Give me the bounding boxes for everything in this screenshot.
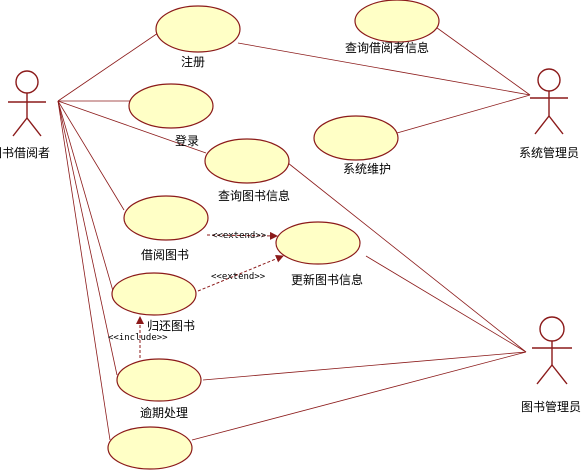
use-case-sys-maint-label: 系统维护 <box>343 162 391 176</box>
use-case-query-reader[interactable]: 查询借阅者信息 <box>345 0 440 55</box>
book-admin-associations <box>191 162 527 441</box>
use-case-register-label: 注册 <box>181 54 205 69</box>
use-case-return-book-label: 归还图书 <box>147 319 195 333</box>
use-case-query-reader-label: 查询借阅者信息 <box>345 40 429 55</box>
use-case-update-book[interactable]: 更新图书信息 <box>275 221 363 287</box>
stick-figure-icon <box>532 316 572 385</box>
reader-associations <box>57 32 207 441</box>
sys-admin-associations <box>237 24 531 134</box>
include-relation-1: <<include>> <box>108 316 168 358</box>
use-case-update-book-label: 更新图书信息 <box>291 272 363 287</box>
actor-sys-admin-label: 系统管理员 <box>519 145 579 160</box>
use-case-borrow-label: 借阅图书 <box>141 248 189 262</box>
use-case-borrow[interactable]: 借阅图书 <box>123 195 209 262</box>
use-case-query-book-label: 查询图书信息 <box>218 188 290 203</box>
use-case-login-label: 登录 <box>175 133 199 148</box>
stick-figure-icon <box>8 70 46 137</box>
actor-book-admin-label: 图书管理员 <box>521 399 581 414</box>
actor-reader[interactable]: 图书借阅者 <box>0 70 50 160</box>
use-case-overdue[interactable]: 逾期处理 <box>116 358 202 420</box>
stick-figure-icon <box>530 68 568 135</box>
use-case-login[interactable]: 登录 <box>128 83 214 148</box>
extend-relation-2: <<extend>> <box>197 254 284 292</box>
actor-sys-admin[interactable]: 系统管理员 <box>519 68 579 160</box>
use-case-return-book[interactable]: 归还图书 <box>111 272 197 333</box>
use-case-unlabeled[interactable] <box>107 426 193 470</box>
include-label-1: <<include>> <box>108 333 168 343</box>
use-case-register[interactable]: 注册 <box>155 5 241 69</box>
extend-label-1: <<extend>> <box>212 231 267 241</box>
use-case-query-book[interactable]: 查询图书信息 <box>204 138 290 203</box>
extend-relation-1: <<extend>> <box>206 231 278 241</box>
use-case-sys-maint[interactable]: 系统维护 <box>313 115 399 176</box>
extend-label-2: <<extend>> <box>211 272 266 282</box>
use-case-overdue-label: 逾期处理 <box>140 405 188 420</box>
actor-reader-label: 图书借阅者 <box>0 146 50 160</box>
actor-book-admin[interactable]: 图书管理员 <box>521 316 581 414</box>
